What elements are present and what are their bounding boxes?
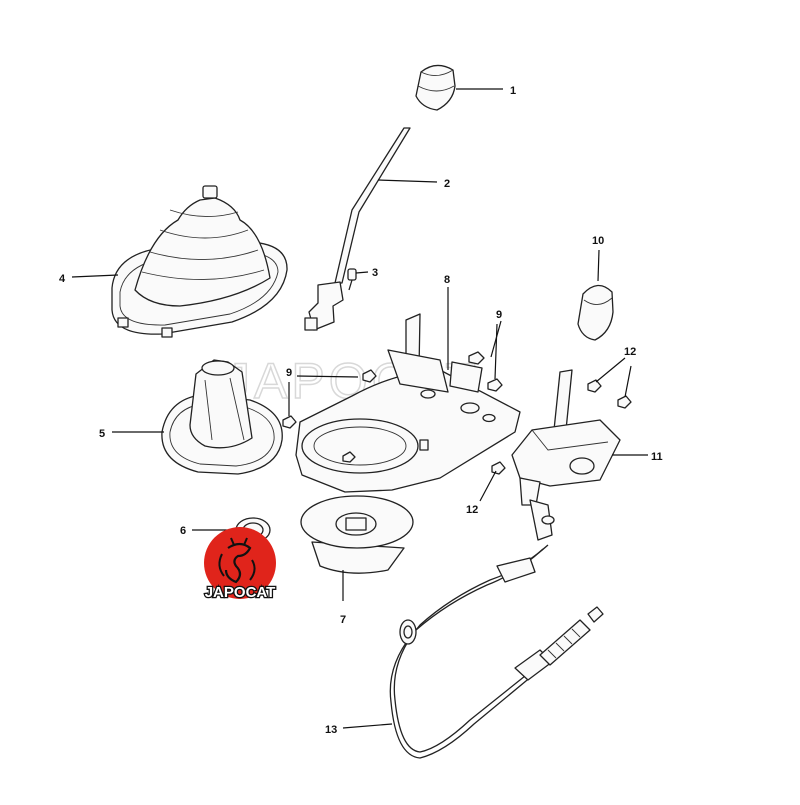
callout-3: 3 [372,267,378,279]
shift-cable [389,544,604,759]
callout-9-right: 9 [496,309,502,321]
callout-4: 4 [59,273,66,285]
callout-12-right: 12 [624,346,636,358]
logo-text: JAPOCAT [205,584,276,601]
japocat-cat-logo-icon [204,527,276,599]
callout-10: 10 [592,235,604,247]
callout-12-bottom: 12 [466,504,478,516]
bolt [347,268,357,291]
nut [342,451,356,463]
inner-boot [161,359,283,475]
shift-knob [415,64,456,111]
dust-cover [300,495,414,574]
mounting-plate [295,313,521,493]
callout-5: 5 [99,428,105,440]
screw [491,461,506,475]
shifter-assembly [511,369,621,541]
callout-1: 1 [510,85,516,97]
nut [487,378,503,392]
nut [362,369,377,383]
auto-shift-knob [577,284,614,341]
shifter-boot [111,185,288,338]
screw [617,395,632,409]
shift-lever [304,127,411,331]
screw [587,379,602,393]
callout-2: 2 [444,178,450,190]
callout-6: 6 [180,525,186,537]
nut [282,415,297,429]
callout-8: 8 [444,274,450,286]
callout-11: 11 [651,451,663,463]
callout-13: 13 [325,724,337,736]
callout-7: 7 [340,614,346,626]
japocat-logo: JAPOCAT [203,527,277,602]
nut [468,351,485,365]
callout-9-left: 9 [286,367,292,379]
